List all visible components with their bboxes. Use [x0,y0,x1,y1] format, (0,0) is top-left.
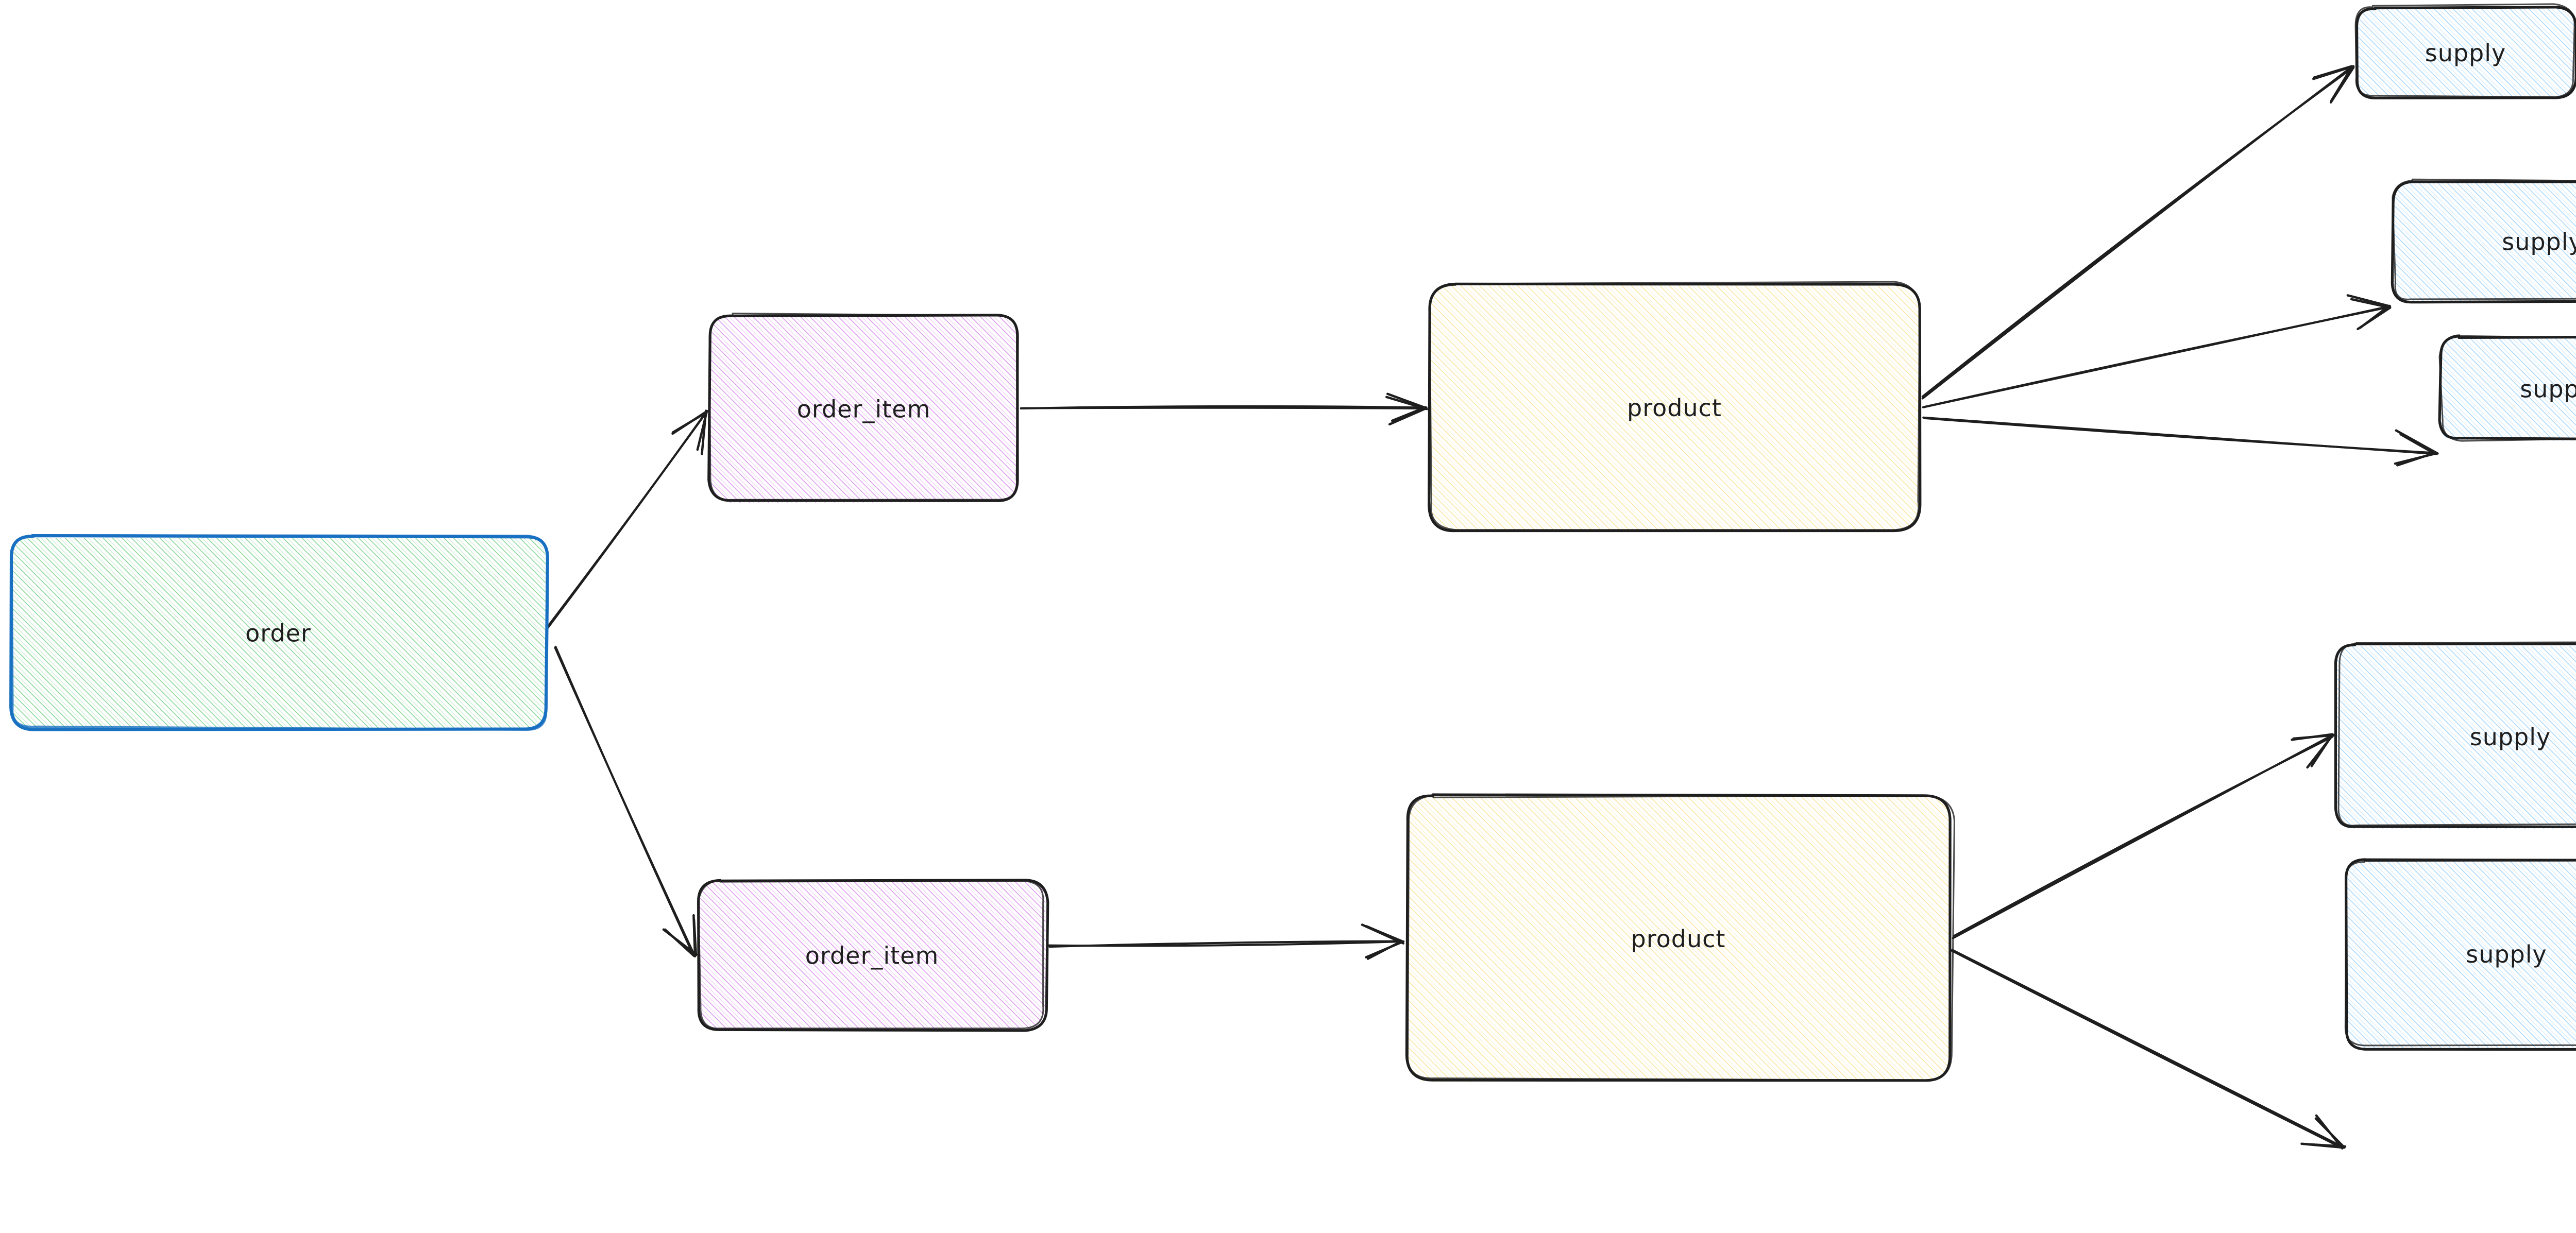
arrow-head [1386,392,1427,409]
node-supply_1[interactable]: supply [2354,3,2576,99]
node-label-supply_2: supply [2502,228,2576,256]
arrow-head [2302,1142,2347,1148]
node-outline [2391,180,2576,304]
node-label-supply_4: supply [2470,723,2551,751]
edge-stroke [554,645,694,956]
node-supply_5[interactable]: supply [2344,858,2576,1051]
node-order_item_top[interactable]: order_item [707,313,1019,503]
node-fill [698,880,1046,1030]
node-outline [2344,858,2576,1047]
node-label-order_item_bottom: order_item [805,942,939,970]
arrow-head [2395,429,2439,455]
arrow-head [671,409,708,435]
arrow-head [1391,406,1427,422]
node-fill [9,537,546,730]
edge-stroke [1923,306,2390,408]
node-order_item_bottom[interactable]: order_item [697,879,1049,1032]
node-fill [709,316,1018,503]
node-outline [10,534,549,731]
edge-stroke [1953,735,2334,937]
edge-stroke [1020,405,1428,409]
node-outline [2337,641,2576,827]
node-fill [2439,337,2576,441]
node-label-supply_5: supply [2466,940,2547,968]
arrow-head [2312,65,2355,80]
arrow-head [2350,298,2390,309]
edge-stroke [1921,66,2354,398]
edge-product_top-to-supply_1[interactable] [1921,65,2355,400]
edge-stroke [1950,949,2344,1150]
node-fill [2335,645,2576,829]
node-fill [2346,860,2576,1048]
arrow-head [2359,304,2391,329]
arrow-head [1388,407,1427,426]
node-fill [2394,181,2576,302]
node-supply_4[interactable]: supply [2334,641,2576,829]
arrow-head [1361,923,1404,945]
arrow-head [2314,1117,2346,1149]
node-label-supply_3: supply [2520,375,2576,403]
edge-product_bottom-to-supply_4[interactable] [1952,733,2335,939]
edge-stroke [547,410,708,629]
node-label-product_top: product [1627,394,1722,422]
node-order[interactable]: order [9,534,549,731]
arrow-head [2399,433,2436,455]
node-outline [2354,3,2575,98]
node-outline [2438,334,2576,442]
node-label-order_item_top: order_item [797,396,931,423]
arrow-head [701,409,707,455]
node-label-order: order [245,620,311,647]
node-outline [2334,642,2576,828]
edge-product_top-to-supply_2[interactable] [1922,294,2392,408]
node-supply_2[interactable]: supply [2391,178,2576,304]
arrow-head [2346,294,2389,307]
edge-order-to-order_item_bottom[interactable] [554,645,698,958]
node-supply_3[interactable]: supply [2438,334,2576,442]
node-outline [1407,795,1955,1081]
edge-layer [546,65,2439,1150]
node-outline [697,879,1049,1032]
node-fill [1406,796,1951,1082]
node-label-supply_1: supply [2425,39,2506,67]
node-fill [1429,285,1920,530]
edge-order-to-order_item_top[interactable] [546,409,708,629]
node-outline [1405,793,1952,1082]
node-product_top[interactable]: product [1428,281,1922,533]
arrow-head [2394,452,2437,465]
node-product_bottom[interactable]: product [1405,793,1955,1082]
arrow-head [692,918,698,956]
node-outline [1429,281,1921,531]
arrow-head [2310,735,2332,767]
arrow-head [1366,940,1402,960]
arrow-head [2291,733,2334,741]
edge-stroke [1923,417,2438,454]
node-outline [708,313,1019,501]
edge-stroke [1046,940,1405,947]
node-label-product_bottom: product [1631,925,1726,953]
edge-stroke [1951,949,2345,1149]
edge-product_bottom-to-supply_5[interactable] [1950,949,2347,1150]
node-outline [2392,178,2576,300]
edge-order_item_bottom-to-product_bottom[interactable] [1046,923,1405,960]
arrow-head [662,928,698,956]
edge-order_item_top-to-product_top[interactable] [1020,392,1428,426]
node-outline [698,879,1044,1030]
node-layer: orderorder_itemorder_itemproductproducts… [9,3,2576,1082]
arrow-head [1385,396,1428,410]
node-fill [2355,7,2574,98]
edge-product_top-to-supply_3[interactable] [1922,416,2439,467]
arrow-head [2329,66,2355,104]
